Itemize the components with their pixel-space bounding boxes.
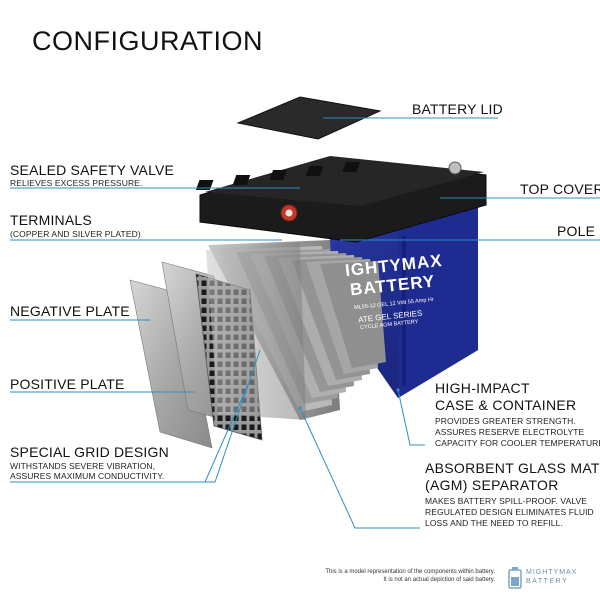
logo-line1: MIGHTYMAX <box>526 569 578 576</box>
desc-high-impact-line3: CAPACITY FOR COOLER TEMPERATURES. <box>435 438 600 448</box>
desc-grid-design-line1: WITHSTANDS SEVERE VIBRATION, <box>10 461 156 471</box>
label-terminals: TERMINALS <box>10 212 92 228</box>
label-sealed-safety-valve: SEALED SAFETY VALVE <box>10 162 175 178</box>
label-top-cover: TOP COVER <box>520 181 600 197</box>
desc-grid-design-line2: ASSURES MAXIMUM CONDUCTIVITY. <box>10 471 165 481</box>
disclaimer-line2: It is not an actual depiction of said ba… <box>383 577 495 583</box>
label-high-impact-line1: HIGH-IMPACT <box>435 380 530 396</box>
battery-lid-part <box>236 96 382 140</box>
desc-agm-line2: REGULATED DESIGN ELIMINATES FLUID <box>425 507 594 517</box>
label-pole: POLE <box>557 223 596 239</box>
desc-high-impact-line2: ASSURES RESERVE ELECTROLYTE <box>435 427 585 437</box>
case-front-face <box>398 190 478 398</box>
desc-agm-line1: MAKES BATTERY SPILL-PROOF. VALVE <box>425 496 588 506</box>
label-special-grid-design: SPECIAL GRID DESIGN <box>10 444 169 460</box>
desc-sealed-safety-valve: RELIEVES EXCESS PRESSURE. <box>10 178 143 188</box>
label-agm-line1: ABSORBENT GLASS MAT <box>425 460 600 476</box>
disclaimer-line1: This is a model representation of the co… <box>325 569 495 575</box>
page-title: CONFIGURATION <box>32 26 263 56</box>
label-positive-plate: POSITIVE PLATE <box>10 376 125 392</box>
top-cover-surface <box>205 156 484 206</box>
case-label-area <box>402 236 406 386</box>
logo-line2: BATTERY <box>526 578 569 585</box>
leader-lines <box>10 117 600 529</box>
label-agm-line2: (AGM) SEPARATOR <box>425 477 559 493</box>
desc-terminals: (COPPER AND SILVER PLATED) <box>10 229 141 239</box>
label-battery-lid: BATTERY LID <box>412 101 503 117</box>
top-cover-cells <box>195 162 361 190</box>
desc-agm-line3: LOSS AND THE NEED TO REFILL. <box>425 518 563 528</box>
safety-valve <box>448 161 462 175</box>
desc-high-impact-line1: PROVIDES GREATER STRENGTH. <box>435 416 576 426</box>
battery-logo-icon <box>508 567 522 589</box>
label-negative-plate: NEGATIVE PLATE <box>10 303 130 319</box>
label-high-impact-line2: CASE & CONTAINER <box>435 397 577 413</box>
